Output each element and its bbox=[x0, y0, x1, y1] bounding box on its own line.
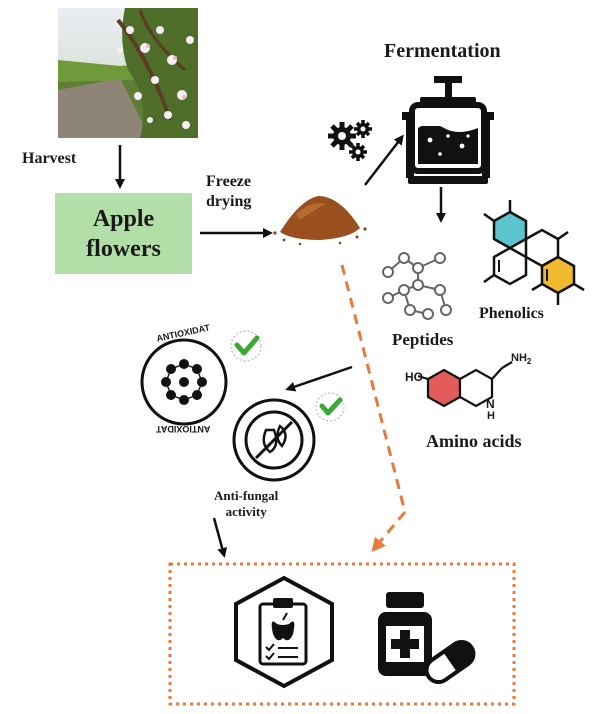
check-icon-antifungal bbox=[315, 392, 345, 422]
phenolics-label: Phenolics bbox=[479, 305, 544, 322]
molecule-n-label: N bbox=[486, 397, 495, 411]
amino-acids-label: Amino acids bbox=[426, 431, 522, 451]
peptides-icon bbox=[382, 252, 452, 320]
pill-capsule-icon bbox=[424, 639, 476, 685]
fermentation-label: Fermentation bbox=[384, 40, 501, 62]
freeze-drying-line2: drying bbox=[206, 193, 252, 210]
antifungal-line2: activity bbox=[225, 504, 267, 519]
apple-orchard-photo bbox=[58, 8, 198, 138]
harvest-label: Harvest bbox=[22, 150, 77, 167]
apple-flowers-box: Apple flowers bbox=[55, 193, 192, 274]
freeze-drying-line1: Freeze bbox=[206, 173, 251, 190]
molecule-h-label: H bbox=[487, 410, 495, 422]
apple-flowers-line2: flowers bbox=[86, 235, 161, 262]
apple-flowers-line1: Apple bbox=[92, 205, 155, 232]
check-icon-antioxidant bbox=[230, 330, 262, 362]
antioxidant-text-bottom: ANTIOXIDAT bbox=[156, 424, 211, 434]
powder-pile-icon bbox=[273, 196, 367, 246]
freeze-drying-label: Freeze drying bbox=[206, 172, 251, 212]
fermenter-icon bbox=[402, 76, 494, 184]
phenolics-molecule-icon bbox=[483, 200, 585, 305]
to-application-arrow bbox=[212, 517, 228, 558]
application-box bbox=[168, 562, 516, 706]
medicine-bottle-icon bbox=[378, 592, 432, 676]
amino-acid-molecule-icon bbox=[417, 361, 513, 408]
peptides-label: Peptides bbox=[392, 330, 454, 349]
antioxidant-badge-icon bbox=[140, 338, 228, 426]
to-fermentation-arrow bbox=[364, 134, 404, 186]
molecule-nh2-subscript: 2 bbox=[526, 357, 532, 367]
molecule-nh2-label: NH2 bbox=[511, 352, 531, 366]
molecule-nh-text: NH bbox=[511, 352, 527, 364]
to-bioactivity-arrow bbox=[285, 365, 353, 392]
dashed-application-arrow bbox=[340, 264, 407, 553]
clipboard-apple-icon bbox=[234, 575, 334, 689]
antifungal-line1: Anti-fungal bbox=[214, 488, 279, 503]
antifungal-icon bbox=[232, 398, 316, 482]
gears-icon bbox=[328, 120, 372, 161]
antifungal-label: Anti-fungal activity bbox=[214, 488, 278, 520]
molecule-ho-label: HO bbox=[405, 370, 423, 384]
